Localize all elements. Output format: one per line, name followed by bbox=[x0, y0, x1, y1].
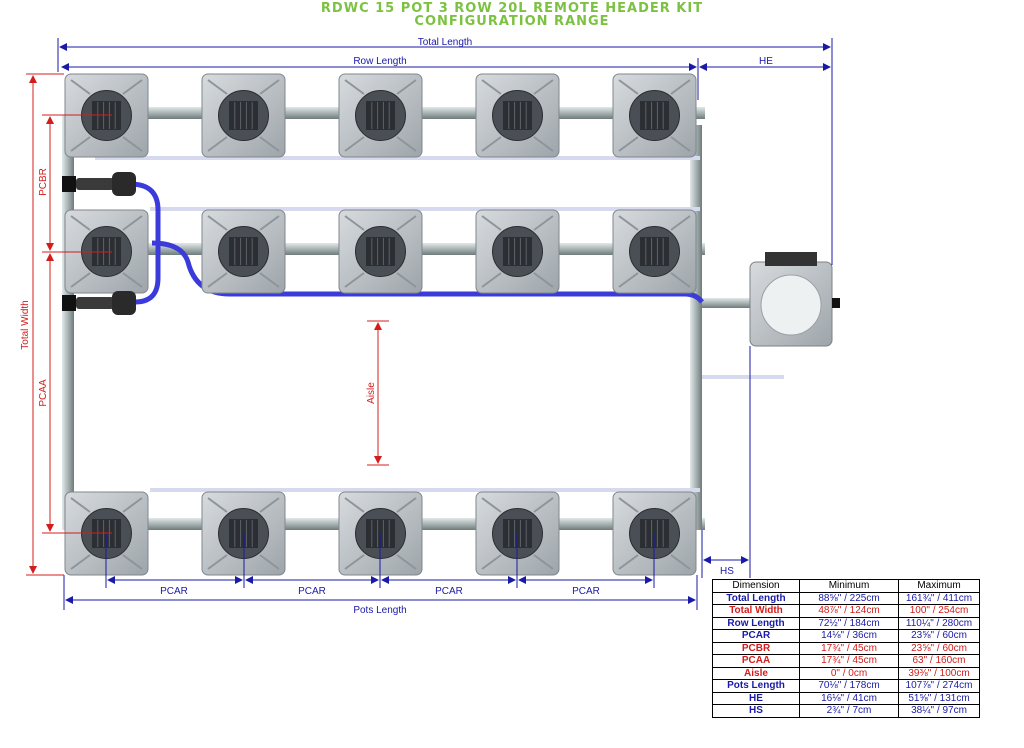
table-cell-dimension: HS bbox=[712, 704, 800, 718]
diagram-subtitle: CONFIGURATION RANGE bbox=[414, 14, 610, 29]
table-cell-maximum: 161¾" / 411cm bbox=[898, 591, 980, 605]
hs-label: HS bbox=[720, 566, 734, 577]
pcbr-label: PCBR bbox=[38, 168, 49, 196]
pots bbox=[64, 73, 697, 576]
pcaa-label: PCAA bbox=[38, 379, 49, 407]
table-cell-maximum: 38¼" / 97cm bbox=[898, 704, 980, 718]
table-cell-minimum: 2¾" / 7cm bbox=[799, 704, 899, 718]
pots-length-label: Pots Length bbox=[353, 605, 406, 616]
table-cell-dimension: Total Width bbox=[712, 604, 800, 618]
table-cell-dimension: Row Length bbox=[712, 616, 800, 630]
table-cell-dimension: Pots Length bbox=[712, 679, 800, 693]
table-cell-minimum: 16⅛" / 41cm bbox=[799, 691, 899, 705]
pot bbox=[338, 209, 423, 294]
table-cell-minimum: 17¾" / 45cm bbox=[799, 641, 899, 655]
he-label: HE bbox=[759, 56, 773, 67]
table-cell-dimension: Aisle bbox=[712, 666, 800, 680]
table-cell-maximum: 23⅝" / 60cm bbox=[898, 641, 980, 655]
table-cell-minimum: 17¾" / 45cm bbox=[799, 654, 899, 668]
table-cell-dimension: PCAA bbox=[712, 654, 800, 668]
table-cell-maximum: 107⅞" / 274cm bbox=[898, 679, 980, 693]
table-cell-dimension: HE bbox=[712, 691, 800, 705]
table-cell-minimum: 48⅞" / 124cm bbox=[799, 604, 899, 618]
table-cell-maximum: 39⅜" / 100cm bbox=[898, 666, 980, 680]
row-length-label: Row Length bbox=[353, 56, 406, 67]
pot bbox=[612, 73, 697, 158]
total-width-label: Total Width bbox=[20, 300, 31, 349]
pcar-label-4: PCAR bbox=[572, 586, 600, 597]
pump-connectors bbox=[62, 172, 136, 315]
pot bbox=[475, 73, 560, 158]
table-cell-minimum: 0" / 0cm bbox=[799, 666, 899, 680]
pcar-label-1: PCAR bbox=[160, 586, 188, 597]
pot bbox=[201, 73, 286, 158]
pot bbox=[338, 73, 423, 158]
pot bbox=[612, 209, 697, 294]
table-cell-minimum: 72½" / 184cm bbox=[799, 616, 899, 630]
table-cell-minimum: 88⅝" / 225cm bbox=[799, 591, 899, 605]
table-cell-maximum: 23⅝" / 60cm bbox=[898, 629, 980, 643]
header-minimum: Minimum bbox=[799, 579, 899, 593]
header-dimension: Dimension bbox=[712, 579, 800, 593]
table-cell-dimension: Total Length bbox=[712, 591, 800, 605]
table-cell-dimension: PCBR bbox=[712, 641, 800, 655]
header-maximum: Maximum bbox=[898, 579, 980, 593]
pcar-label-3: PCAR bbox=[435, 586, 463, 597]
table-cell-minimum: 14⅛" / 36cm bbox=[799, 629, 899, 643]
pipework bbox=[62, 107, 784, 530]
total-length-label: Total Length bbox=[418, 37, 473, 48]
table-cell-minimum: 70⅛" / 178cm bbox=[799, 679, 899, 693]
pot bbox=[475, 209, 560, 294]
table-cell-dimension: PCAR bbox=[712, 629, 800, 643]
table-cell-maximum: 110¼" / 280cm bbox=[898, 616, 980, 630]
dimension-lines bbox=[26, 38, 833, 610]
aisle-label: Aisle bbox=[366, 382, 377, 404]
table-cell-maximum: 63" / 160cm bbox=[898, 654, 980, 668]
table-cell-maximum: 100" / 254cm bbox=[898, 604, 980, 618]
header-tank bbox=[749, 252, 840, 347]
pcar-label-2: PCAR bbox=[298, 586, 326, 597]
diagram-title: RDWC 15 POT 3 ROW 20L REMOTE HEADER KIT bbox=[320, 1, 704, 16]
table-header-row: Dimension Minimum Maximum bbox=[712, 579, 980, 593]
pot bbox=[201, 209, 286, 294]
table-cell-maximum: 51⅝" / 131cm bbox=[898, 691, 980, 705]
